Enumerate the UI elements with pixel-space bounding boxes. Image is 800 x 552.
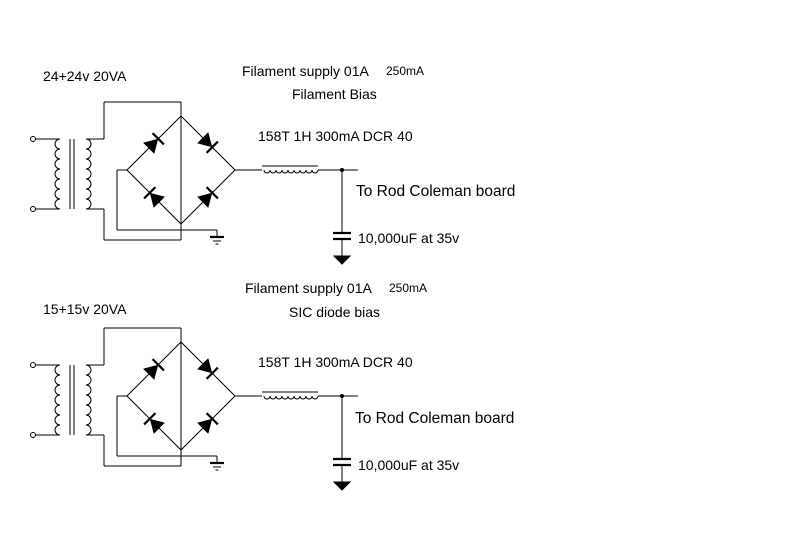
transformer-symbol [30,328,105,466]
bridge-rectifier [126,328,236,466]
diode [197,186,219,208]
transformer-symbol [30,102,105,240]
diode [197,132,219,154]
supply-current: 250mA [386,64,425,78]
diode [143,132,165,154]
output-label: To Rod Coleman board [355,410,515,427]
transformer-label: 24+24v 20VA [43,68,127,84]
choke-symbol [262,391,319,400]
ground-arrow-icon [332,255,352,265]
choke-label: 158T 1H 300mA DCR 40 [258,128,413,144]
bias-label: Filament Bias [292,86,377,102]
ground-icon [210,456,224,471]
choke-symbol [262,165,319,174]
supply-title: Filament supply 01A [242,63,369,79]
ground-icon [210,230,224,245]
bridge-rectifier [126,102,236,240]
circuit-2-schematic [30,327,358,491]
capacitor-label: 10,000uF at 35v [358,230,460,246]
transformer-label: 15+15v 20VA [43,301,127,317]
diode [197,412,219,434]
diode [143,186,165,208]
diode [143,412,165,434]
diode [143,358,165,380]
output-label: To Rod Coleman board [356,183,516,200]
supply-title: Filament supply 01A [245,280,372,296]
diode [197,358,219,380]
capacitor-symbol [333,457,351,467]
capacitor-label: 10,000uF at 35v [358,457,460,473]
ground-arrow-icon [332,481,352,491]
capacitor-symbol [333,231,351,241]
bias-label: SIC diode bias [289,304,381,320]
supply-current: 250mA [389,281,428,295]
choke-label: 158T 1H 300mA DCR 40 [258,354,413,370]
circuit-1-schematic [30,101,358,265]
